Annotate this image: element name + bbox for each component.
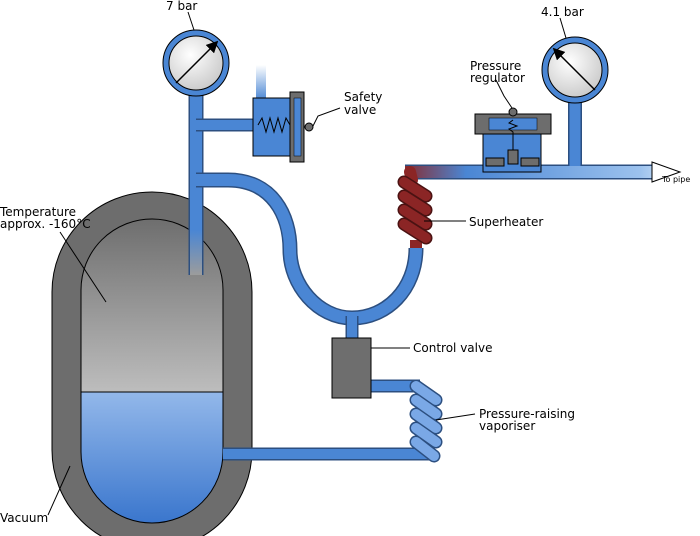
- vessel-liquid: [80, 391, 224, 524]
- leader-lines: [47, 11, 567, 516]
- temperature-label: Temperature approx. -160°C: [0, 205, 91, 231]
- superheater-label: Superheater: [469, 215, 543, 229]
- left-pressure-gauge: [162, 29, 230, 97]
- vaporiser-coil: [409, 379, 443, 463]
- to-pipe-label: To pipe: [661, 175, 690, 184]
- safety-valve-label: Safety valve: [344, 90, 386, 117]
- control-valve-label: Control valve: [413, 341, 492, 355]
- control-valve: [331, 337, 372, 399]
- left-gauge-needle: [175, 40, 219, 84]
- storage-vessel: [51, 191, 253, 536]
- left-gauge-pressure-label: 7 bar: [166, 0, 197, 13]
- safety-valve-spring: [257, 116, 291, 134]
- vessel-gas-space: [80, 218, 224, 393]
- superheater-coil: [397, 166, 433, 245]
- right-gauge-pressure-label: 4.1 bar: [541, 5, 584, 19]
- pressure-regulator-label: Pressure regulator: [470, 59, 525, 85]
- right-gauge-needle: [552, 47, 596, 91]
- vacuum-label: Vacuum: [0, 511, 48, 525]
- vaporiser-label: Pressure-raising vaporiser: [479, 407, 579, 433]
- regulator-spring: [507, 119, 519, 150]
- right-pressure-gauge: [541, 36, 609, 104]
- pressure-regulator: [474, 107, 552, 173]
- safety-valve: [252, 91, 314, 163]
- outlet-arrow: [651, 161, 682, 183]
